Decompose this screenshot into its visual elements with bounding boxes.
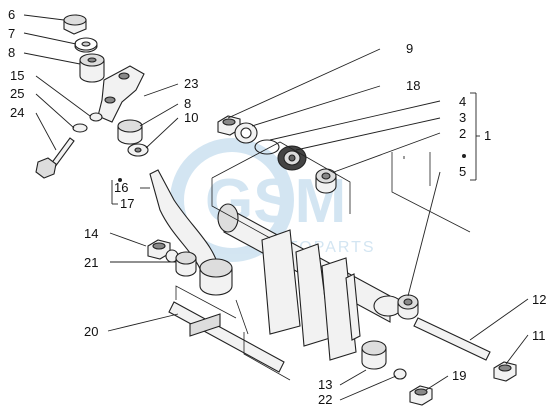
- callout-15: 15: [10, 68, 24, 83]
- swing-arm-frame-part: [217, 203, 403, 361]
- guide-lines: [175, 141, 471, 381]
- callout-22: 22: [318, 392, 332, 407]
- callout-17: 17: [120, 196, 134, 211]
- callout-24: 24: [10, 105, 24, 120]
- circlip-part-4: [254, 139, 280, 155]
- bushing-part-21: [175, 251, 197, 277]
- hex-bolt-part: [35, 137, 75, 179]
- callout-23: 23: [184, 76, 198, 91]
- callout-3: 3: [459, 110, 466, 125]
- callout-8: 8: [8, 45, 15, 60]
- callout-8: 8: [184, 96, 191, 111]
- callout-14: 14: [84, 226, 98, 241]
- long-bolt-part: [413, 317, 491, 361]
- callout-2: 2: [459, 126, 466, 141]
- lock-washer-part: [72, 123, 88, 133]
- callout-4: 4: [459, 94, 466, 109]
- nut-part-11: [493, 361, 517, 382]
- rubber-bushing-part: [79, 53, 105, 83]
- callout-20: 20: [84, 324, 98, 339]
- callout-12: 12: [532, 292, 546, 307]
- cap-nut-part: [63, 14, 87, 35]
- spacer-part-2: [315, 168, 337, 194]
- callout-11: 11: [532, 328, 546, 343]
- long-pin-part: [168, 301, 285, 373]
- callout-10: 10: [184, 110, 198, 125]
- nut-part-19: [409, 385, 433, 406]
- callout-7: 7: [8, 26, 15, 41]
- callout-18: 18: [406, 78, 420, 93]
- callout-16: 16: [114, 180, 128, 195]
- callout-19: 19: [452, 368, 466, 383]
- callout-9: 9: [406, 41, 413, 56]
- callout-5: 5: [459, 164, 466, 179]
- rubber-bushing-part-2: [117, 119, 143, 145]
- bushing-part-13: [361, 340, 387, 370]
- callout-13: 13: [318, 377, 332, 392]
- small-washer-part: [89, 112, 103, 122]
- bullet-dot: [118, 178, 122, 182]
- callout-25: 25: [10, 86, 24, 101]
- callout-labels: 6 7 8 15 25 24 23 8 10 9 18 4 3 2 1 5 16…: [8, 7, 546, 407]
- bearing-part-3: [277, 145, 307, 171]
- callout-1: 1: [484, 128, 491, 143]
- bracket-part: [97, 65, 145, 123]
- callout-21: 21: [84, 255, 98, 270]
- arm-bushing-part: [199, 258, 233, 296]
- bearing-part-18: [234, 122, 258, 144]
- callout-6: 6: [8, 7, 15, 22]
- washer-part: [74, 37, 98, 53]
- spacer-part-5: [397, 294, 419, 320]
- leader-lines: [23, 14, 529, 401]
- bullet-dot: [462, 154, 466, 158]
- flat-washer-part: [127, 143, 149, 157]
- washer-part-22: [393, 368, 407, 380]
